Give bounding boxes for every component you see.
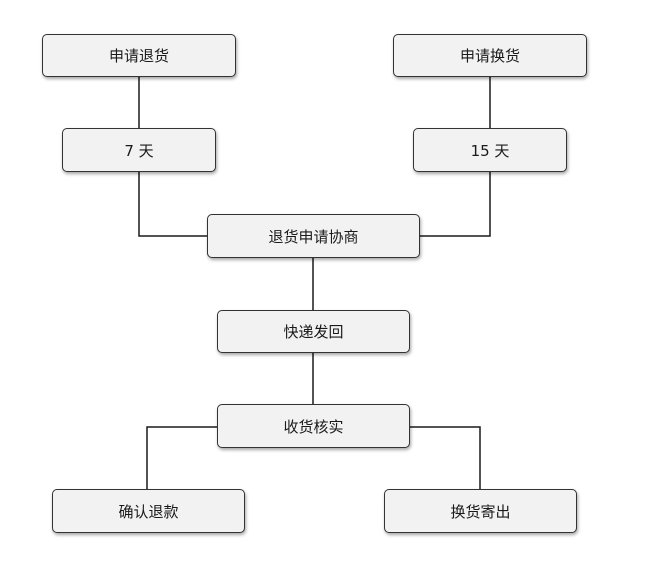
connector-receive-to-refund bbox=[146, 426, 217, 489]
connector-7-days-to-negotiation bbox=[138, 172, 207, 237]
node-exchange-ship: 换货寄出 bbox=[384, 489, 577, 533]
connector-receive-to-exchange-ship bbox=[409, 426, 481, 489]
node-confirm-refund: 确认退款 bbox=[52, 489, 245, 533]
node-receive-check: 收货核实 bbox=[217, 404, 410, 448]
node-apply-exchange: 申请换货 bbox=[393, 34, 587, 77]
connector-15-days-to-negotiation bbox=[420, 172, 491, 237]
node-exchange-15-days: 15 天 bbox=[413, 128, 567, 172]
node-return-7-days: 7 天 bbox=[62, 128, 216, 172]
node-apply-return: 申请退货 bbox=[42, 34, 236, 77]
node-express-back: 快递发回 bbox=[217, 310, 410, 353]
node-return-negotiation: 退货申请协商 bbox=[207, 214, 420, 258]
